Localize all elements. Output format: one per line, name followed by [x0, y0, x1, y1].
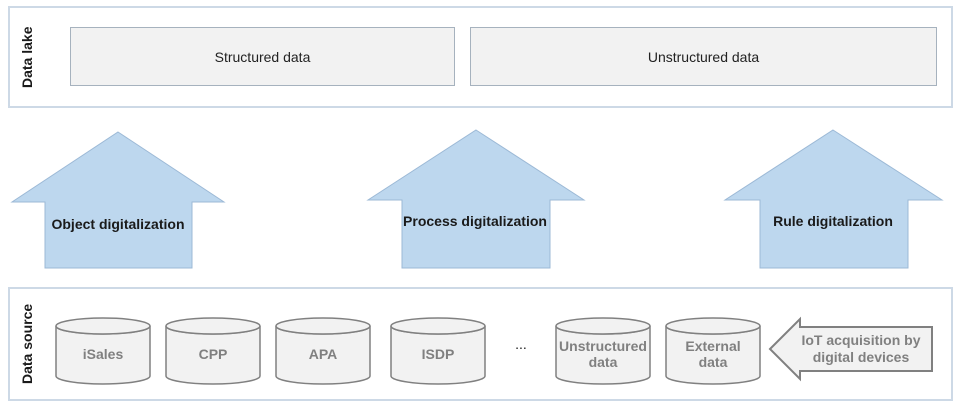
object-digitalization-arrow: Object digitalization: [10, 131, 226, 269]
iot-label-line-2: digital devices: [813, 349, 910, 365]
structured-data-box: Structured data: [70, 27, 455, 86]
cylinder-apa: APA: [275, 317, 371, 385]
cylinder-label: data: [699, 354, 728, 370]
object-digitalization-label: Object digitalization: [51, 216, 184, 232]
cylinder-label: CPP: [199, 346, 228, 362]
cylinder-label: Unstructured: [559, 338, 647, 354]
cylinder-label: iSales: [83, 346, 124, 362]
iot-arrow: IoT acquisition by digital devices: [768, 316, 933, 382]
cylinder-cpp: CPP: [165, 317, 261, 385]
cylinder-isdp: ISDP: [390, 317, 486, 385]
iot-label-line-1: IoT acquisition by: [801, 332, 920, 348]
rule-digitalization-label: Rule digitalization: [773, 213, 893, 229]
unstructured-data-box: Unstructured data: [470, 27, 937, 86]
cylinder-label: data: [589, 354, 618, 370]
process-digitalization-arrow: Process digitalization: [366, 129, 586, 269]
ellipsis-label: ...: [515, 336, 527, 352]
cylinder-label: ISDP: [422, 346, 455, 362]
cylinder-label: APA: [309, 346, 338, 362]
process-digitalization-label: Process digitalization: [403, 213, 547, 229]
cylinder-isales: iSales: [55, 317, 151, 385]
rule-digitalization-arrow: Rule digitalization: [723, 129, 944, 269]
cylinder-label: External: [685, 338, 740, 354]
